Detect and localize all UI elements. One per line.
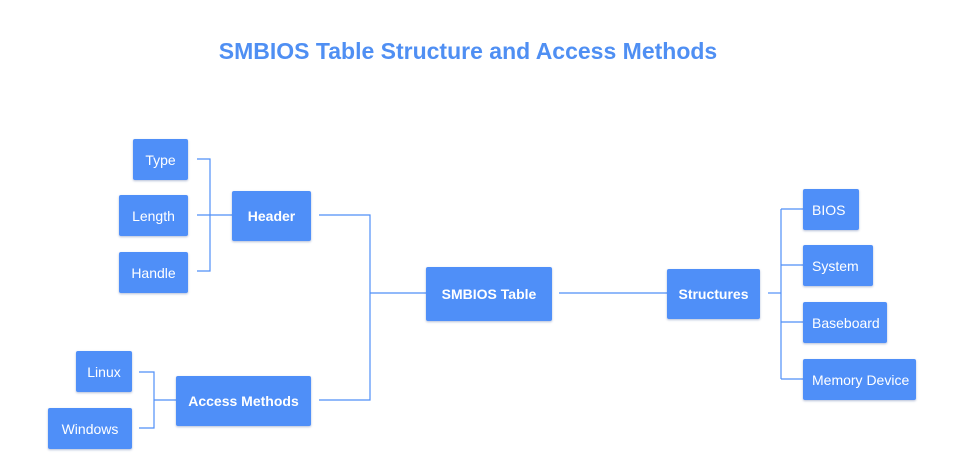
connector-access-root <box>319 293 371 401</box>
node-system: System <box>803 245 873 286</box>
node-length: Length <box>119 195 188 236</box>
node-type: Type <box>133 139 188 180</box>
connector-handle-header <box>197 215 211 272</box>
node-baseboard: Baseboard <box>803 302 887 343</box>
node-access-methods: Access Methods <box>176 376 311 426</box>
node-structures: Structures <box>667 269 760 319</box>
node-bios: BIOS <box>803 189 859 230</box>
node-handle: Handle <box>119 252 188 293</box>
connector-linux-access <box>139 371 155 400</box>
node-linux: Linux <box>76 351 132 392</box>
connector-windows-access <box>139 400 155 429</box>
diagram-title: SMBIOS Table Structure and Access Method… <box>218 38 718 64</box>
connector-header-root <box>319 214 371 293</box>
node-smbios-table: SMBIOS Table <box>426 267 552 321</box>
node-memory-device: Memory Device <box>803 359 916 400</box>
node-header: Header <box>232 191 311 241</box>
node-windows: Windows <box>48 408 132 449</box>
connector-type-header <box>197 158 211 215</box>
